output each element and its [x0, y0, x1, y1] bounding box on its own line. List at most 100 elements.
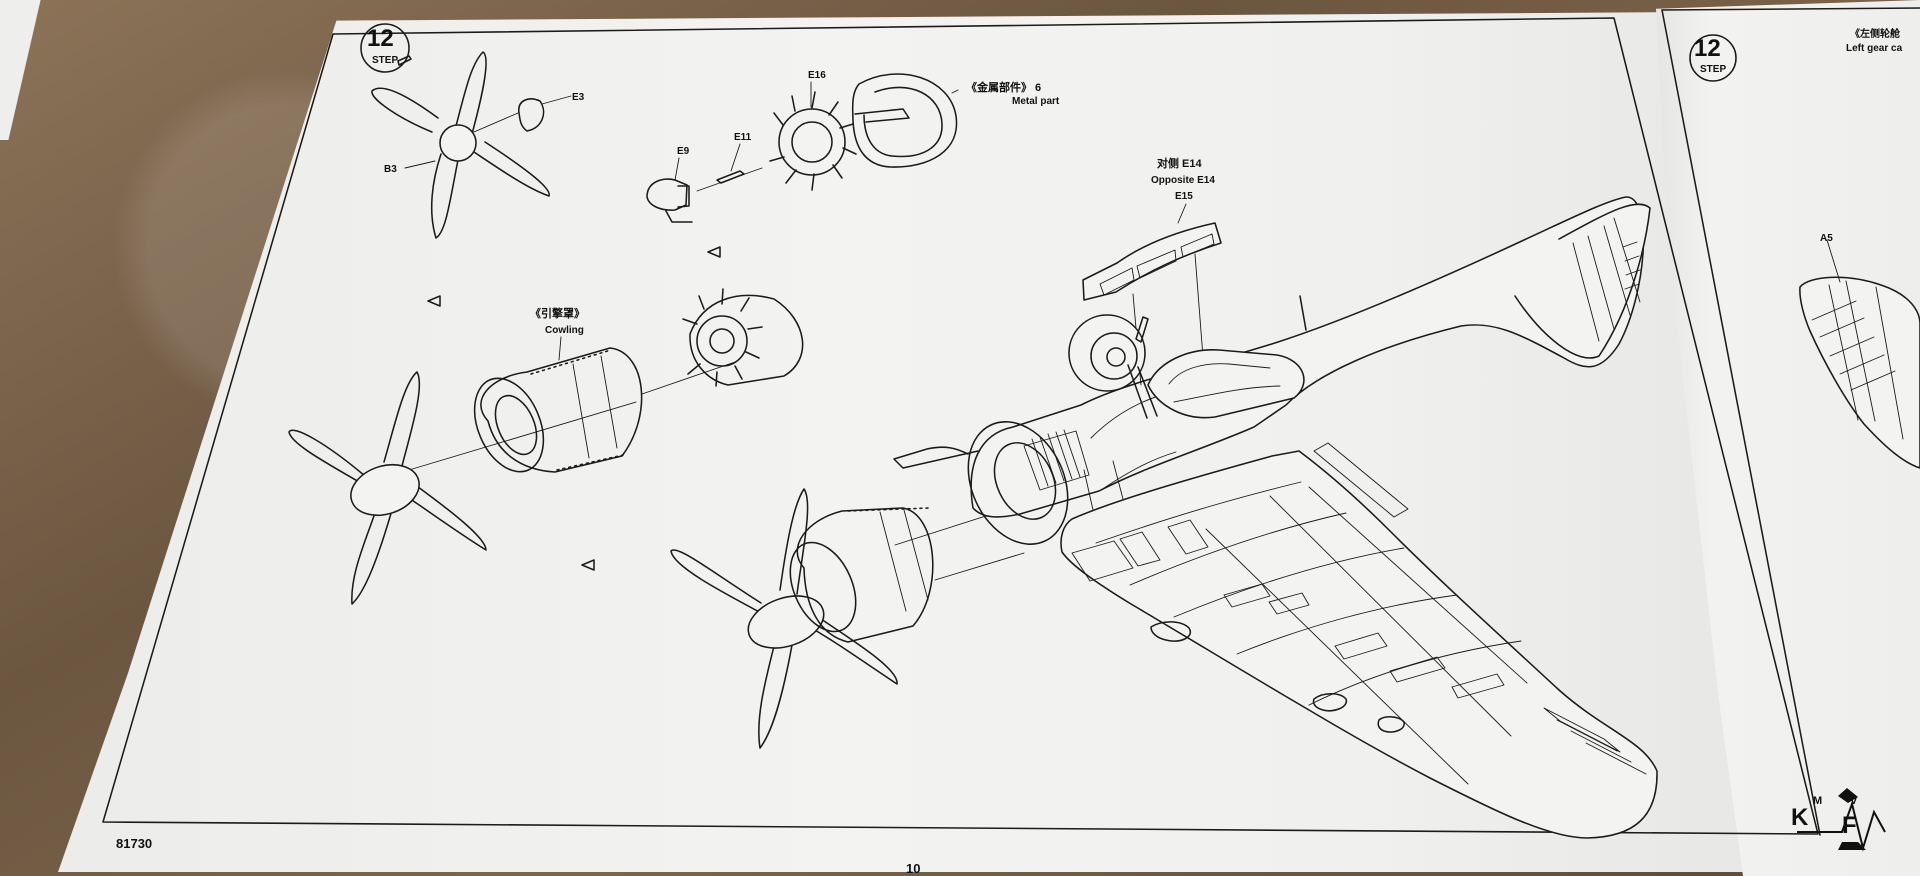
cowling-inner-ring-icon	[494, 394, 538, 456]
label-e3: E3	[572, 92, 585, 103]
lower-propeller-assembly	[670, 488, 1040, 749]
leader-line-cowling	[558, 336, 562, 361]
engine-grille-lines	[1031, 429, 1081, 487]
watermark-pulse-line	[1797, 800, 1886, 852]
right-page-diagram-fragment	[1799, 239, 1920, 469]
label-e11: E11	[734, 132, 752, 143]
tail-panel-lines	[1572, 217, 1641, 342]
right-step-number: 12	[1694, 35, 1721, 62]
right-page-header-en: Left gear ca	[1846, 43, 1903, 54]
tail-fin-icon	[1514, 203, 1651, 359]
propeller-blade-right-icon	[470, 141, 550, 197]
cockpit-detail-lines	[1168, 363, 1281, 403]
right-page-top-frame	[1661, 7, 1920, 11]
watermark-left-letter: K	[1791, 804, 1809, 831]
middle-propeller-spinner-icon	[350, 463, 420, 517]
fuselage-front-ring-icon	[967, 421, 1069, 545]
main-wheel-hub-ring-icon	[1090, 332, 1138, 380]
label-metal-part-cn: 《金属部件》 6	[966, 80, 1041, 94]
canopy-and-gear-assembly	[1068, 222, 1307, 419]
right-page-label-a5: A5	[1820, 233, 1833, 244]
step-number: 12	[367, 25, 394, 52]
right-step-badge-circle	[1689, 34, 1737, 82]
metal-part-6-icon	[851, 73, 958, 168]
metal-part-slot-icon	[854, 108, 910, 123]
landing-gear-strut-icon	[1127, 316, 1158, 419]
right-page-header-cn: 《左侧轮舱	[1850, 27, 1901, 40]
label-b3: B3	[384, 164, 397, 175]
kmf-watermark: K F M V	[1791, 788, 1886, 852]
lower-cowling-rivets-top	[847, 507, 930, 512]
leader-lines-top-propeller	[404, 95, 572, 169]
propeller-blade-bottom-icon	[430, 153, 459, 239]
propeller-blade-left-icon	[371, 87, 439, 133]
cowling-panel-lines	[572, 355, 618, 459]
lower-cowling-front-ring-icon	[789, 541, 857, 633]
watermark-top-right: V	[1850, 795, 1858, 807]
page-number: 10	[906, 861, 920, 876]
main-wheel-hub-icon	[1106, 347, 1126, 367]
lower-propeller-blade-top-icon	[779, 488, 809, 595]
label-opposite-e14-cn: 对侧 E14	[1157, 156, 1203, 170]
canopy-frame-panels	[1099, 233, 1215, 296]
spinner-cap-icon	[518, 98, 545, 132]
watermark-top-left: M	[1813, 795, 1822, 807]
right-page-wing-fragment-icon	[1799, 276, 1920, 469]
label-e16: E16	[808, 70, 826, 81]
label-cowling-cn: 《引擎罩》	[530, 306, 585, 320]
main-page-frame	[102, 17, 1819, 835]
middle-engine-cylinders-icon	[682, 288, 763, 387]
right-step-word: STEP	[1700, 64, 1726, 75]
engine-gear-part-e9-icon	[646, 178, 688, 211]
cowling-rivets-bottom	[556, 454, 624, 471]
right-page-leader-line	[1826, 239, 1841, 283]
fuselage-inner-ring-icon	[993, 442, 1057, 520]
lower-cowling-second-guide	[934, 552, 1025, 581]
top-propeller-assembly	[371, 51, 550, 239]
right-step-12-badge: 12 STEP	[1689, 34, 1737, 82]
wing-root-panel	[1313, 442, 1409, 518]
right-page-left-frame	[1661, 9, 1821, 836]
cowling-assembly	[408, 288, 804, 473]
wing-round-panels	[1150, 621, 1405, 733]
label-e15: E15	[1175, 191, 1193, 202]
middle-propeller-blade-left-icon	[288, 429, 372, 490]
step-arrow-icon	[397, 55, 412, 66]
catalog-number: 81730	[116, 836, 152, 851]
right-page-panel-lines	[1828, 280, 1904, 440]
lower-cowling-panel-lines	[879, 509, 929, 612]
canopy-e15-icon	[1082, 222, 1222, 301]
lower-propeller-blade-left-icon	[670, 549, 766, 616]
wingtip-detail-lines	[1543, 707, 1647, 775]
watermark-aircraft-icon	[1838, 788, 1866, 850]
middle-propeller-blade-top-icon	[383, 371, 421, 467]
propeller-blade-top-icon	[455, 51, 487, 135]
cowling-guide-line	[408, 401, 637, 471]
metal-part-inner-ring-icon	[863, 86, 943, 158]
cockpit-opening-icon	[1147, 349, 1305, 419]
engine-to-cowling-guide	[641, 361, 736, 395]
watermark-right-letter: F	[1842, 812, 1857, 839]
leader-lines-engine	[674, 81, 959, 181]
middle-propeller-assembly	[288, 371, 487, 605]
assembly-arrow-icons	[427, 246, 721, 571]
aircraft-fuselage-and-wing	[893, 196, 1658, 839]
propeller-guide-line	[473, 112, 519, 133]
propeller-hub-icon	[439, 124, 477, 162]
engine-cylinders-icon	[769, 91, 857, 191]
tail-detail-lines	[1622, 241, 1641, 290]
leader-line-e15	[1177, 203, 1187, 224]
wing-outline-icon	[1060, 450, 1658, 839]
lower-cowling-icon	[796, 507, 934, 643]
fuselage-panel-line-2	[1100, 451, 1177, 491]
nose-intake-top-icon	[893, 446, 979, 469]
antenna-mast-icon	[1299, 295, 1307, 331]
step-badge-circle	[360, 23, 410, 73]
label-opposite-e14-en: Opposite E14	[1151, 175, 1215, 186]
wing-rectangular-panels	[1223, 583, 1505, 699]
label-cowling-en: Cowling	[545, 325, 584, 336]
wing-hatch-panels	[1071, 519, 1209, 582]
engine-exploded-assembly	[646, 73, 958, 223]
